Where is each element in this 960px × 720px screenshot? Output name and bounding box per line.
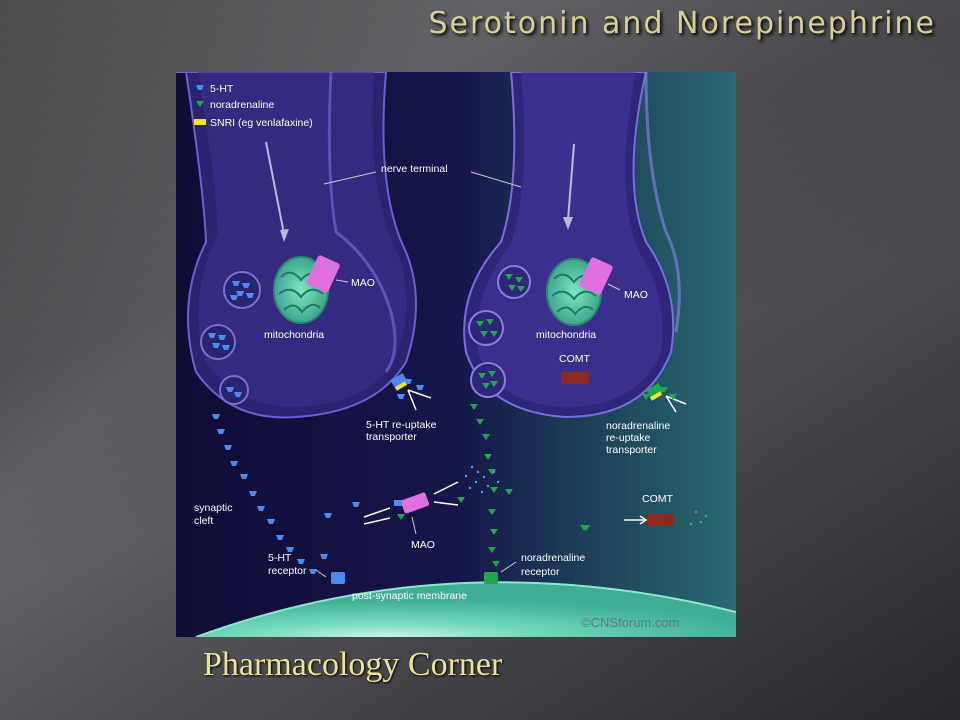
label-na-reuptake-line1: noradrenaline — [606, 420, 670, 432]
legend-label-snri: SNRI (eg venlafaxine) — [210, 117, 313, 129]
label-ht-receptor-line2: receptor — [268, 565, 307, 577]
label-ht-reuptake-line1: 5-HT re-uptake — [366, 419, 437, 431]
label-na-reuptake-line3: transporter — [606, 444, 657, 456]
slide-title: Serotonin and Norepinephrine — [0, 6, 940, 41]
legend-label-serotonin: 5-HT — [210, 83, 234, 95]
label-na-receptor-line2: receptor — [521, 566, 560, 578]
label-synaptic-line1: synaptic — [194, 502, 233, 514]
label-mitochondria-right: mitochondria — [536, 329, 596, 341]
synapse-diagram: 5-HT noradrenaline SNRI (eg venlafaxine)… — [176, 72, 736, 637]
label-synaptic-line2: cleft — [194, 515, 213, 527]
label-ht-reuptake-line2: transporter — [366, 431, 417, 443]
comt-upper-enzyme — [561, 372, 589, 384]
label-na-receptor-line1: noradrenaline — [521, 552, 585, 564]
label-ht-receptor-line1: 5-HT — [268, 552, 292, 564]
label-mao-cleft: MAO — [411, 539, 435, 551]
slide-footer: Pharmacology Corner — [203, 646, 502, 684]
snri-icon — [194, 119, 206, 125]
label-comt-upper: COMT — [559, 353, 590, 365]
label-mao-left: MAO — [351, 277, 375, 289]
label-nerve-terminal: nerve terminal — [381, 163, 448, 175]
label-na-reuptake-line2: re-uptake — [606, 432, 651, 444]
label-post-synaptic-membrane: post-synaptic membrane — [352, 590, 467, 602]
label-mao-right: MAO — [624, 289, 648, 301]
legend-label-noradrenaline: noradrenaline — [210, 99, 274, 111]
copyright-label: ©CNSforum.com — [581, 615, 679, 630]
label-comt-lower: COMT — [642, 493, 673, 505]
label-mitochondria-left: mitochondria — [264, 329, 324, 341]
